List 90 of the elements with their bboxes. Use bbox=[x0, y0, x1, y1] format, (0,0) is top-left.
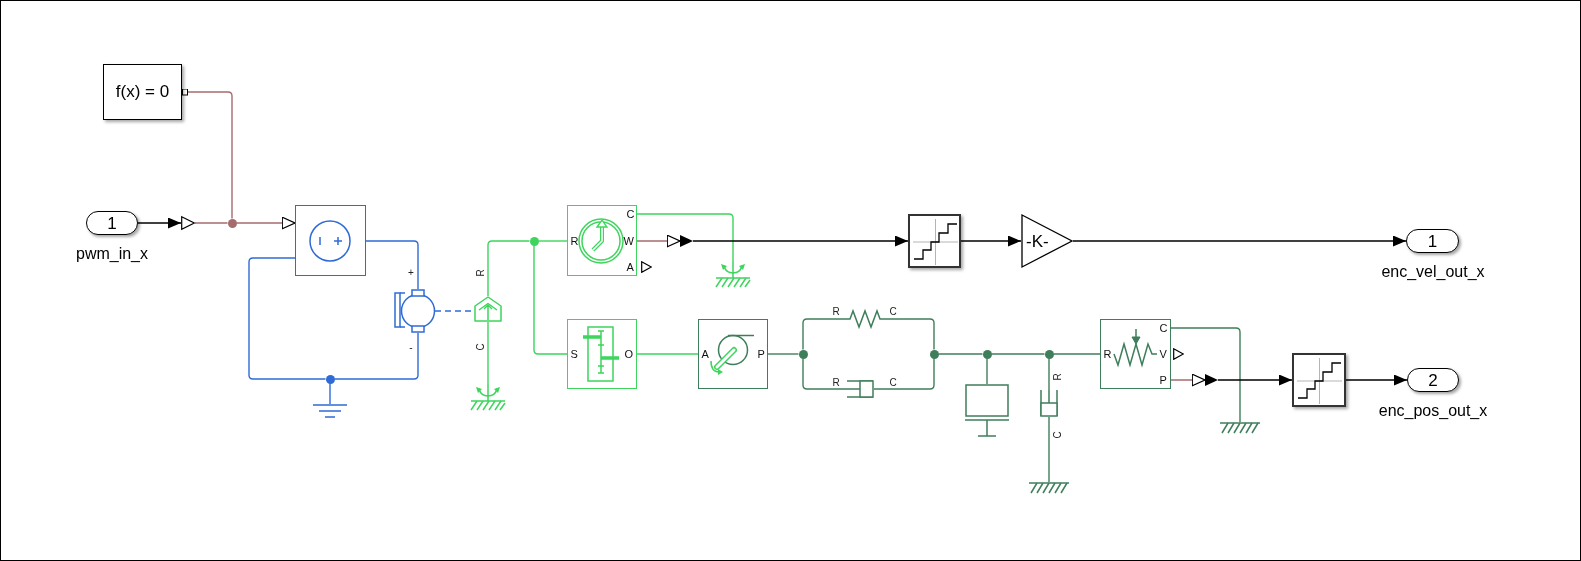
port-label: + bbox=[408, 266, 414, 278]
connection-line bbox=[767, 353, 800, 355]
port-label: A bbox=[701, 347, 709, 360]
port-label: C bbox=[1051, 431, 1063, 439]
connection-line bbox=[487, 321, 489, 385]
connection-line bbox=[873, 357, 935, 390]
connection-line bbox=[181, 88, 233, 220]
gearbox-block bbox=[567, 319, 637, 389]
port-label: S bbox=[570, 347, 578, 360]
signal-arrow bbox=[1170, 373, 1206, 387]
port-label: C bbox=[626, 207, 635, 220]
port-label: O bbox=[624, 347, 634, 360]
junction-dot bbox=[529, 236, 539, 246]
signal-arrow bbox=[960, 235, 1022, 247]
junction-dot bbox=[929, 349, 939, 359]
pulley-block bbox=[698, 319, 768, 389]
port-label: P bbox=[1159, 373, 1167, 386]
connection-line bbox=[883, 318, 935, 351]
port-triangle bbox=[181, 216, 195, 230]
connection-line bbox=[1052, 353, 1101, 355]
connection-line bbox=[802, 357, 847, 390]
connection-line bbox=[636, 213, 734, 262]
port-label: C bbox=[474, 343, 486, 351]
port-label: C bbox=[889, 305, 897, 317]
signal-name: pwm_in_x bbox=[76, 245, 148, 263]
signal-arrow bbox=[1217, 374, 1293, 386]
connection-line bbox=[537, 240, 568, 242]
connection-line bbox=[487, 240, 531, 297]
port-label: R bbox=[1103, 347, 1112, 360]
connection-line bbox=[333, 332, 419, 380]
port-label: C bbox=[1159, 321, 1168, 334]
equation-label: f(x) = 0 bbox=[115, 82, 170, 102]
connection-line bbox=[990, 353, 1046, 355]
port-number: 1 bbox=[1427, 231, 1438, 251]
motor-symbol bbox=[394, 289, 436, 333]
port-label: A bbox=[626, 260, 634, 273]
port-label: R bbox=[570, 234, 579, 247]
voltage-source-block bbox=[295, 205, 366, 276]
signal-arrow bbox=[692, 235, 909, 247]
function-block bbox=[103, 64, 182, 120]
ground-symbol bbox=[313, 404, 347, 418]
ground-symbol bbox=[470, 384, 506, 411]
port-label: R bbox=[474, 269, 486, 277]
junction-dot bbox=[227, 218, 237, 228]
port-label: R bbox=[1051, 373, 1063, 381]
signal-name: enc_pos_out_x bbox=[1378, 402, 1488, 420]
connection-line bbox=[329, 382, 331, 405]
port-label: C bbox=[889, 376, 897, 388]
ground-symbol bbox=[1220, 422, 1260, 434]
mass-symbol bbox=[965, 384, 1009, 437]
port-triangle bbox=[680, 235, 693, 247]
port-label: P bbox=[757, 347, 765, 360]
port-number: 1 bbox=[107, 213, 117, 233]
port-label: W bbox=[623, 234, 634, 247]
port-label: R bbox=[832, 376, 840, 388]
damper-symbol bbox=[846, 380, 874, 398]
sensor-block bbox=[1100, 319, 1171, 389]
connection-line bbox=[533, 244, 568, 355]
port-label: R bbox=[832, 305, 840, 317]
signal-arrow bbox=[636, 234, 681, 248]
signal-arrow bbox=[137, 217, 182, 229]
ground-symbol bbox=[715, 261, 751, 288]
junction-dot bbox=[798, 349, 808, 359]
connection-line bbox=[365, 240, 419, 290]
sensor-block bbox=[567, 205, 637, 276]
signal-arrow bbox=[235, 216, 296, 230]
signal-arrow bbox=[1072, 235, 1407, 247]
signal-name: enc_vel_out_x bbox=[1381, 263, 1485, 281]
port-triangle bbox=[1205, 374, 1218, 386]
port-label: V bbox=[1159, 347, 1167, 360]
damper-symbol bbox=[1040, 390, 1058, 417]
connection-line bbox=[248, 257, 327, 380]
port-number: 2 bbox=[1428, 370, 1438, 390]
connection-line bbox=[986, 357, 988, 385]
connection-line bbox=[802, 318, 847, 351]
connection-line bbox=[1048, 357, 1050, 391]
gain-label: -K- bbox=[1026, 231, 1049, 251]
connection-line bbox=[1170, 327, 1241, 423]
connection-line bbox=[937, 353, 984, 355]
connection-line bbox=[194, 222, 229, 224]
junction-dot bbox=[982, 349, 992, 359]
port-label: - bbox=[409, 341, 413, 353]
ground-symbol bbox=[1029, 482, 1069, 494]
junction-dot bbox=[325, 374, 335, 384]
spring-symbol bbox=[846, 309, 884, 329]
connection-line bbox=[636, 353, 699, 355]
junction-dot bbox=[1044, 349, 1054, 359]
signal-arrow bbox=[1345, 374, 1408, 386]
connection-line bbox=[1048, 416, 1050, 483]
pentagon-arrow-symbol bbox=[474, 296, 502, 322]
